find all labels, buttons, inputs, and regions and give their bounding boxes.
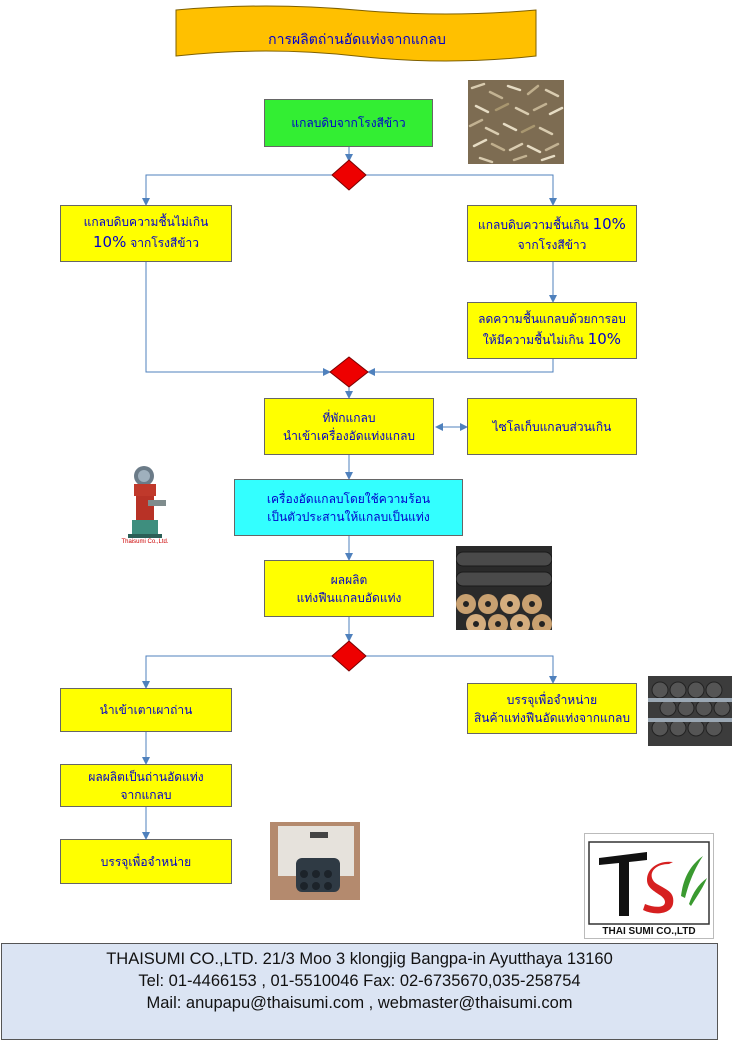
decision-diamond	[329, 356, 369, 388]
kiln-box: นำเข้าเตาเผาถ่าน	[60, 688, 232, 732]
rice-husk-photo	[468, 80, 564, 164]
drying-line1: ลดความชื้นแกลบด้วยการอบ	[478, 312, 626, 327]
product-box: ผลผลิต แท่งฟืนแกลบอัดแท่ง	[264, 560, 434, 617]
drying-line2: ให้มีความชื้นไม่เกิน	[482, 333, 584, 348]
silo-label: ไซโลเก็บแกลบส่วนเกิน	[492, 419, 612, 434]
high-moisture-box: แกลบดิบความชื้นเกิน 10% จากโรงสีข้าว	[467, 205, 637, 262]
charcoal-box: ผลผลิตเป็นถ่านอัดแท่ง จากแกลบ	[60, 764, 232, 807]
drying-percent: 10%	[587, 330, 622, 349]
silo-box: ไซโลเก็บแกลบส่วนเกิน	[467, 398, 637, 455]
connector	[145, 262, 331, 376]
low-moisture-line2: จากโรงสีข้าว	[130, 236, 199, 251]
raw-husk-box: แกลบดิบจากโรงสีข้าว	[264, 99, 433, 147]
decision-diamond	[331, 640, 367, 672]
charcoal-line1: ผลผลิตเป็นถ่านอัดแท่ง	[88, 769, 204, 784]
drying-box: ลดความชื้นแกลบด้วยการอบ ให้มีความชื้นไม่…	[467, 302, 637, 359]
machine-caption: Thaisumi Co.,Ltd.	[121, 539, 169, 545]
low-moisture-box: แกลบดิบความชื้นไม่เกิน 10% จากโรงสีข้าว	[60, 205, 232, 262]
footer-mail: Mail: anupapu@thaisumi.com , webmaster@t…	[146, 994, 573, 1012]
charcoal-bundle-photo	[648, 676, 732, 746]
connector	[367, 359, 554, 376]
company-footer: THAISUMI CO.,LTD. 21/3 Moo 3 klongjig Ba…	[1, 943, 718, 1040]
footer-address: THAISUMI CO.,LTD. 21/3 Moo 3 klongjig Ba…	[106, 950, 613, 968]
husk-rest-line2: นำเข้าเครื่องอัดแท่งแกลบ	[282, 428, 416, 443]
high-moisture-line2: จากโรงสีข้าว	[517, 237, 587, 252]
kiln-label: นำเข้าเตาเผาถ่าน	[99, 703, 193, 717]
final-pack-box: บรรจุเพื่อจำหน่าย	[60, 839, 232, 884]
husk-rest-line1: ที่พักแกลบ	[322, 410, 376, 425]
packaged-charcoal-photo	[270, 822, 360, 900]
low-moisture-line1: แกลบดิบความชื้นไม่เกิน	[83, 215, 209, 230]
connector	[366, 655, 557, 684]
thai-sumi-logo-mark	[588, 841, 710, 925]
pack-sale-line1: บรรจุเพื่อจำหน่าย	[506, 692, 598, 707]
page-title: การผลิตถ่านอัดแท่งจากแกลบ	[268, 32, 446, 48]
decision-diamond	[331, 159, 367, 191]
logo-caption: THAI SUMI CO.,LTD	[602, 926, 696, 937]
low-moisture-percent: 10%	[93, 233, 127, 252]
product-line2: แท่งฟืนแกลบอัดแท่ง	[296, 590, 402, 605]
press-machine-photo: Thaisumi Co.,Ltd.	[114, 462, 176, 552]
thai-sumi-logo: THAI SUMI CO.,LTD	[584, 833, 714, 939]
pack-sale-box: บรรจุเพื่อจำหน่าย สินค้าแท่งฟืนอัดแท่งจา…	[467, 683, 637, 734]
connector	[142, 174, 332, 206]
footer-phone: Tel: 01-4466153 , 01-5510046 Fax: 02-673…	[138, 972, 581, 990]
high-moisture-percent: 10%	[592, 215, 626, 234]
press-line2: เป็นตัวประสานให้แกลบเป็นแท่ง	[267, 509, 430, 524]
high-moisture-line1: แกลบดิบความชื้นเกิน	[478, 218, 589, 233]
title-banner	[175, 5, 537, 62]
connector	[366, 174, 557, 206]
connector	[142, 655, 332, 689]
product-line1: ผลผลิต	[330, 572, 368, 587]
raw-husk-label: แกลบดิบจากโรงสีข้าว	[291, 116, 406, 130]
press-machine-box: เครื่องอัดแกลบโดยใช้ความร้อน เป็นตัวประส…	[234, 479, 463, 536]
husk-rest-box: ที่พักแกลบ นำเข้าเครื่องอัดแท่งแกลบ	[264, 398, 434, 455]
press-line1: เครื่องอัดแกลบโดยใช้ความร้อน	[266, 491, 431, 506]
charcoal-line2: จากแกลบ	[120, 787, 172, 802]
final-pack-label: บรรจุเพื่อจำหน่าย	[100, 854, 192, 869]
briquette-photo	[456, 546, 552, 630]
pack-sale-line2: สินค้าแท่งฟืนอัดแท่งจากแกลบ	[473, 710, 630, 725]
